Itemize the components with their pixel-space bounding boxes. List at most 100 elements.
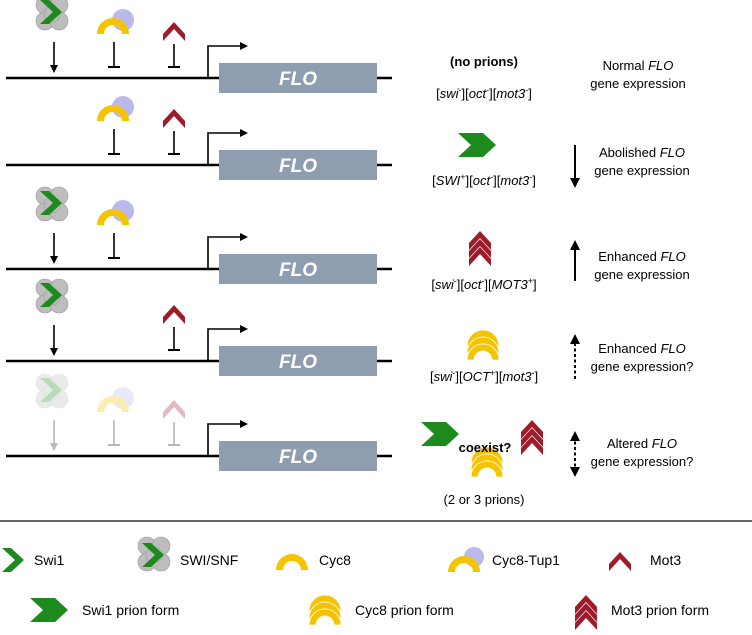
- genotype-label-part: ]: [528, 86, 532, 101]
- genotype-label-part: -: [529, 172, 532, 182]
- genotype-label-part: mot3: [503, 369, 533, 384]
- legend-swi1-prion: [30, 598, 68, 622]
- cyc8-tup1-complex: [97, 96, 134, 121]
- cyc8-prion-icon: [466, 329, 500, 361]
- genotype-label-part: [: [430, 369, 434, 384]
- flo-gene-label: FLO: [279, 260, 317, 281]
- legend-cyc8-label: Cyc8: [319, 552, 351, 568]
- flo-gene-box: [219, 441, 377, 471]
- genotype-label-part: [: [432, 173, 436, 188]
- repression-bar: [108, 420, 120, 446]
- legend-cyc8: Cyc8: [276, 552, 351, 570]
- legend-swisnf-label: SWI/SNF: [180, 552, 238, 568]
- genotype-label-part: oct: [464, 277, 483, 292]
- swi1-prion-icon: [421, 422, 459, 446]
- flo-gene-label: FLO: [279, 69, 317, 90]
- outcome-label-line2: gene expression: [594, 163, 689, 178]
- repression-bar: [168, 44, 180, 68]
- outcome-label: Enhanced FLO: [598, 341, 685, 356]
- outcome-label-line2: gene expression: [594, 267, 689, 282]
- genotype-label-part: swi: [435, 277, 455, 292]
- genotype-label-part: OCT: [463, 369, 492, 384]
- swi1-chevron-icon: [2, 548, 24, 572]
- row-2: FLO[SWI+][oct-][mot3-]Abolished FLOgene …: [6, 96, 690, 188]
- cyc8-arc-icon: [276, 554, 308, 570]
- genotype-label-part: ][: [457, 277, 465, 292]
- mot3-repressor: [163, 400, 185, 419]
- mot3-chevron-icon: [163, 305, 185, 324]
- transcription-start-arrow: [207, 420, 248, 456]
- outcome-label: Altered FLO: [607, 436, 677, 451]
- genotype-label-part: mot3: [500, 173, 530, 188]
- legend-mot3-prion: [575, 595, 597, 630]
- outcome-label: Abolished FLO: [599, 145, 685, 160]
- genotype-label-part: -: [486, 85, 489, 95]
- swisnf-complex: [35, 186, 69, 222]
- repression-bar: [108, 129, 120, 155]
- swisnf-complex: [35, 0, 69, 31]
- genotype-label-part: swi: [434, 369, 454, 384]
- genotype-label: [swi-][oct-][mot3-]: [436, 85, 532, 101]
- flo-gene-label: FLO: [279, 352, 317, 373]
- repression-bar: [168, 327, 180, 351]
- repression-bar: [108, 42, 120, 68]
- outcome-label-part: Abolished: [599, 145, 660, 160]
- outcome-label-part: Normal: [603, 58, 649, 73]
- genotype-label-part: ][: [462, 86, 470, 101]
- outcome-label-part: FLO: [660, 341, 685, 356]
- genotype-label-part: +: [528, 276, 533, 286]
- cyc8-tup1-complex: [97, 387, 134, 412]
- outcome-label: Enhanced FLO: [598, 249, 685, 264]
- repression-bar: [108, 233, 120, 259]
- cyc8-tup1-complex: [97, 9, 134, 34]
- mot3-prion-icon: [521, 420, 543, 455]
- legend-mot3-label: Mot3: [650, 552, 681, 568]
- outcome-label-part: FLO: [648, 58, 673, 73]
- genotype-label-part: +: [490, 368, 495, 378]
- outcome-label-line2: gene expression: [590, 76, 685, 91]
- genotype-label-part: -: [525, 85, 528, 95]
- genotype-label-part: -: [481, 276, 484, 286]
- mot3-repressor: [163, 109, 185, 128]
- genotype-label-part: -: [459, 85, 462, 95]
- mot3-chevron-icon: [163, 109, 185, 128]
- legend-swi1: Swi1: [2, 548, 65, 572]
- outcome-label-line2: gene expression?: [591, 359, 694, 374]
- legend-cyc8tup1-label: Cyc8-Tup1: [492, 552, 560, 568]
- legend-cyc8-prion-label: Cyc8 prion form: [355, 602, 454, 618]
- genotype-label-part: swi: [440, 86, 460, 101]
- flo-gene-label: FLO: [279, 447, 317, 468]
- flo-gene-box: [219, 254, 377, 284]
- legend: Swi1 SWI/SNF Cyc8 Cyc8-Tup1 Mot3 Swi1 pr…: [2, 536, 709, 630]
- genotype-label-part: ][: [466, 173, 474, 188]
- outcome-label-part: FLO: [652, 436, 677, 451]
- flo-gene-label: FLO: [279, 156, 317, 177]
- mot3-chevron-icon: [163, 400, 185, 419]
- genotype-label-part: -: [531, 368, 534, 378]
- cyc8-tup1-complex: [97, 200, 134, 225]
- genotype-label-part: ][: [484, 277, 492, 292]
- genotype-label-part: MOT3: [492, 277, 529, 292]
- outcome-label-part: FLO: [660, 249, 685, 264]
- swisnf-complex: [35, 373, 69, 409]
- outcome-label-line2: gene expression?: [591, 454, 694, 469]
- transcription-start-arrow: [207, 325, 248, 361]
- genotype-label: [SWI+][oct-][mot3-]: [432, 172, 536, 188]
- state-title: (no prions): [450, 54, 518, 69]
- genotype-label-part: [: [431, 277, 435, 292]
- transcription-start-arrow: [207, 129, 248, 165]
- genotype-label-part: ][: [493, 173, 501, 188]
- genotype-label: [swi-][oct-][MOT3+]: [431, 276, 536, 292]
- legend-swisnf: SWI/SNF: [137, 536, 238, 572]
- flo-gene-box: [219, 346, 377, 376]
- legend-mot3-prion-label: Mot3 prion form: [611, 602, 709, 618]
- swi1-prion-icon: [30, 598, 68, 622]
- genotype-label-part: oct: [473, 173, 492, 188]
- genotype-label: [swi-][OCT+][mot3-]: [430, 368, 538, 384]
- genotype-label-part: ]: [532, 173, 536, 188]
- mot3-prion-icon: [575, 595, 597, 630]
- transcription-start-arrow: [207, 42, 248, 78]
- genotype-label-part: [: [436, 86, 440, 101]
